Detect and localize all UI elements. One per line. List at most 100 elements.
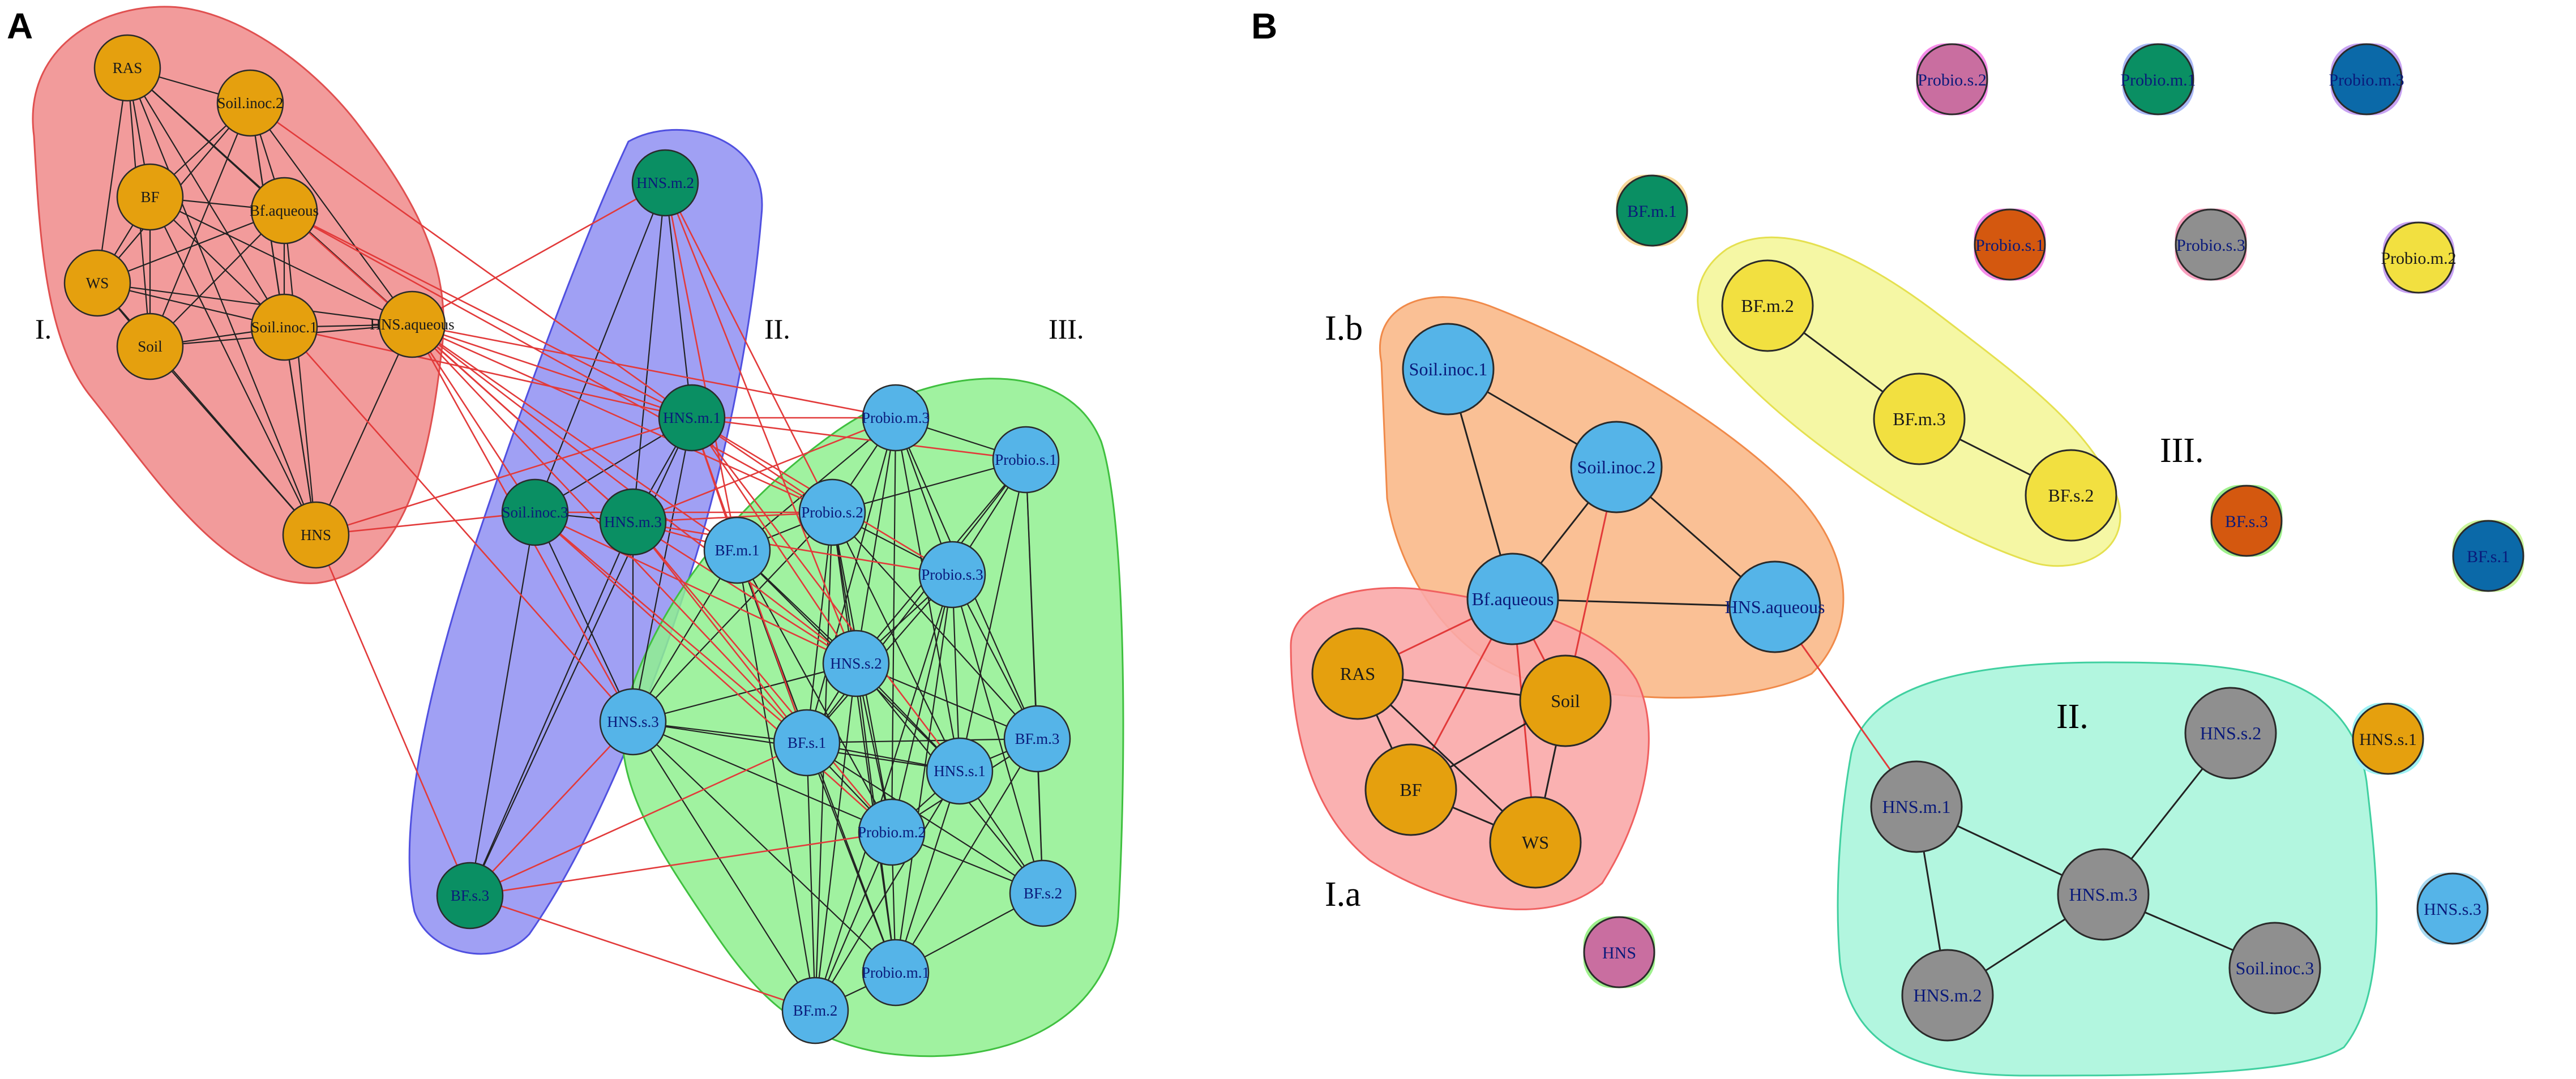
- panel-a-node-label: Soil.inoc.3: [502, 504, 568, 521]
- panel-a-node-label: BF.s.1: [788, 734, 826, 751]
- panel-a-edge: [283, 210, 317, 536]
- panel-a-node-label: BF.m.3: [1015, 730, 1060, 747]
- panel-a-node-soil-inoc-1: Soil.inoc.1: [250, 293, 318, 361]
- panel-a-node-circle: [378, 290, 446, 358]
- panel-a-node-label: Probio.m.2: [858, 824, 926, 841]
- panel-a-edge: [469, 512, 536, 896]
- panel-b-node-circle: [1616, 174, 1688, 247]
- panel-b-node-label: HNS.aqueous: [1725, 597, 1825, 617]
- panel-a-edge: [534, 512, 634, 722]
- panel-b-node-hns-s-1: HNS.s.1: [2352, 703, 2424, 775]
- panel-b-node-circle: [1728, 560, 1821, 653]
- panel-b-node-label: Probio.m.2: [2381, 249, 2456, 268]
- panel-a-node-label: HNS.s.1: [934, 763, 986, 780]
- panel-b-node-label: HNS.s.1: [2359, 730, 2417, 749]
- panel-a-edge: [806, 742, 816, 1011]
- panel-a-node-circle: [822, 630, 890, 697]
- panel-b-node-probio-m-2: Probio.m.2: [2381, 221, 2457, 294]
- panel-a-edge: [97, 282, 413, 326]
- panel-a-edge: [412, 323, 833, 513]
- panel-a-edge: [632, 721, 896, 973]
- panel-a-edge: [806, 742, 1043, 894]
- panel-a-node-circle: [501, 478, 569, 546]
- panel-b-node-probio-m-3: Probio.m.3: [2329, 43, 2404, 115]
- panel-b-node-bf-s-3: BF.s.3: [2210, 485, 2283, 557]
- panel-a-edge: [958, 459, 1027, 772]
- panel-b-group-label-2: II.: [2056, 697, 2089, 736]
- panel-b-node-bf-m-2: BF.m.2: [1721, 259, 1814, 352]
- panel-a-node-circle: [216, 69, 284, 137]
- panel-a-node-label: HNS.m.2: [636, 174, 694, 191]
- panel-b-node-label: HNS.m.1: [1882, 797, 1951, 817]
- panel-b-node-hns-m-3: HNS.m.3: [2057, 848, 2150, 941]
- panel-a-edge: [806, 738, 1038, 744]
- panel-a-node-hns-s-3: HNS.s.3: [599, 688, 667, 756]
- panel-b-hulls: [1290, 43, 2524, 1077]
- panel-b-node-circle: [1873, 372, 1966, 465]
- panel-a-node-circle: [781, 977, 849, 1044]
- panel-a-edge: [632, 721, 816, 1011]
- panel-b-node-hns-m-1: HNS.m.1: [1870, 760, 1963, 853]
- panel-b-node-circle: [2057, 848, 2150, 941]
- panel-a-edge: [284, 326, 692, 419]
- panel-a-edge: [891, 417, 897, 833]
- panel-b-group-label-1a: I.a: [1325, 875, 1361, 914]
- panel-b-node-circle: [1311, 627, 1404, 720]
- panel-a-edge: [664, 182, 833, 513]
- panel-a-edge: [806, 459, 1026, 743]
- panel-a-node-circle: [858, 798, 926, 866]
- panel-b-node-label: BF.m.2: [1741, 296, 1794, 316]
- panel-a-node-circle: [658, 384, 726, 452]
- panel-a-edge: [632, 521, 808, 743]
- panel-a-node-circle: [250, 293, 318, 361]
- panel-a-node-label: Soil: [138, 338, 162, 355]
- panel-b-node-circle: [1870, 760, 1963, 853]
- panel-b-node-label: WS: [1522, 832, 1549, 853]
- panel-a-edge: [832, 512, 1038, 739]
- panel-a-edge: [691, 417, 1026, 461]
- panel-b-node-label: BF.m.1: [1627, 202, 1677, 221]
- panel-a-node-hns-m-3: HNS.m.3: [599, 488, 667, 556]
- panel-a-node-circle: [116, 163, 184, 231]
- panel-b-node-hns-s-2: HNS.s.2: [2184, 687, 2277, 780]
- panel-a-edge: [632, 417, 896, 523]
- panel-a-edge: [632, 662, 857, 723]
- panel-a-edge: [951, 574, 1044, 894]
- panel-a-node-bf-m-1: BF.m.1: [703, 516, 771, 584]
- panel-a-edge: [632, 521, 857, 665]
- panel-a-node-bf-s-3: BF.s.3: [436, 862, 504, 930]
- panel-b-node-circle: [1916, 43, 1988, 115]
- panel-a-hull-g1: [32, 6, 444, 584]
- panel-b-node-circle: [2025, 449, 2117, 542]
- panel-a-edge: [315, 534, 471, 896]
- panel-b-node-circle: [1466, 553, 1559, 645]
- panel-b-node-hns-aqueous: HNS.aqueous: [1725, 560, 1825, 653]
- panel-a-edge: [469, 742, 807, 897]
- panel-a-edge: [534, 512, 892, 833]
- panel-a-edge: [632, 182, 666, 523]
- panel-b-node-label: BF: [1400, 780, 1422, 800]
- panel-a-node-soil-inoc-2: Soil.inoc.2: [216, 69, 284, 137]
- panel-a-group-label-2: II.: [764, 313, 790, 345]
- panel-b-node-label: HNS.s.2: [2200, 723, 2261, 743]
- panel-a-edge: [855, 417, 897, 664]
- panel-b-node-label: HNS: [1602, 944, 1636, 962]
- panel-a-edge: [632, 521, 953, 576]
- panel-b-node-label: Soil: [1551, 691, 1580, 711]
- panel-b-node-circle: [2184, 687, 2277, 780]
- panel-a-edge: [691, 417, 857, 664]
- panel-a-node-circle: [992, 426, 1060, 494]
- panel-a-edge: [895, 770, 961, 973]
- panel-a-node-hns-s-2: HNS.s.2: [822, 630, 890, 697]
- panel-a-node-bf: BF: [116, 163, 184, 231]
- panel-a-edge: [736, 550, 816, 1011]
- panel-a-edge: [149, 196, 413, 325]
- panel-a-edge: [283, 327, 317, 536]
- panel-a-node-label: HNS: [301, 526, 331, 543]
- panel-a-node-label: Probio.m.3: [862, 409, 930, 426]
- panel-b-node-ras: RAS: [1311, 627, 1404, 720]
- panel-a-node-probio-s-1: Probio.s.1: [992, 426, 1060, 494]
- panel-a-node-circle: [703, 516, 771, 584]
- panel-b-node-bf-aqueous: Bf.aqueous: [1466, 553, 1559, 645]
